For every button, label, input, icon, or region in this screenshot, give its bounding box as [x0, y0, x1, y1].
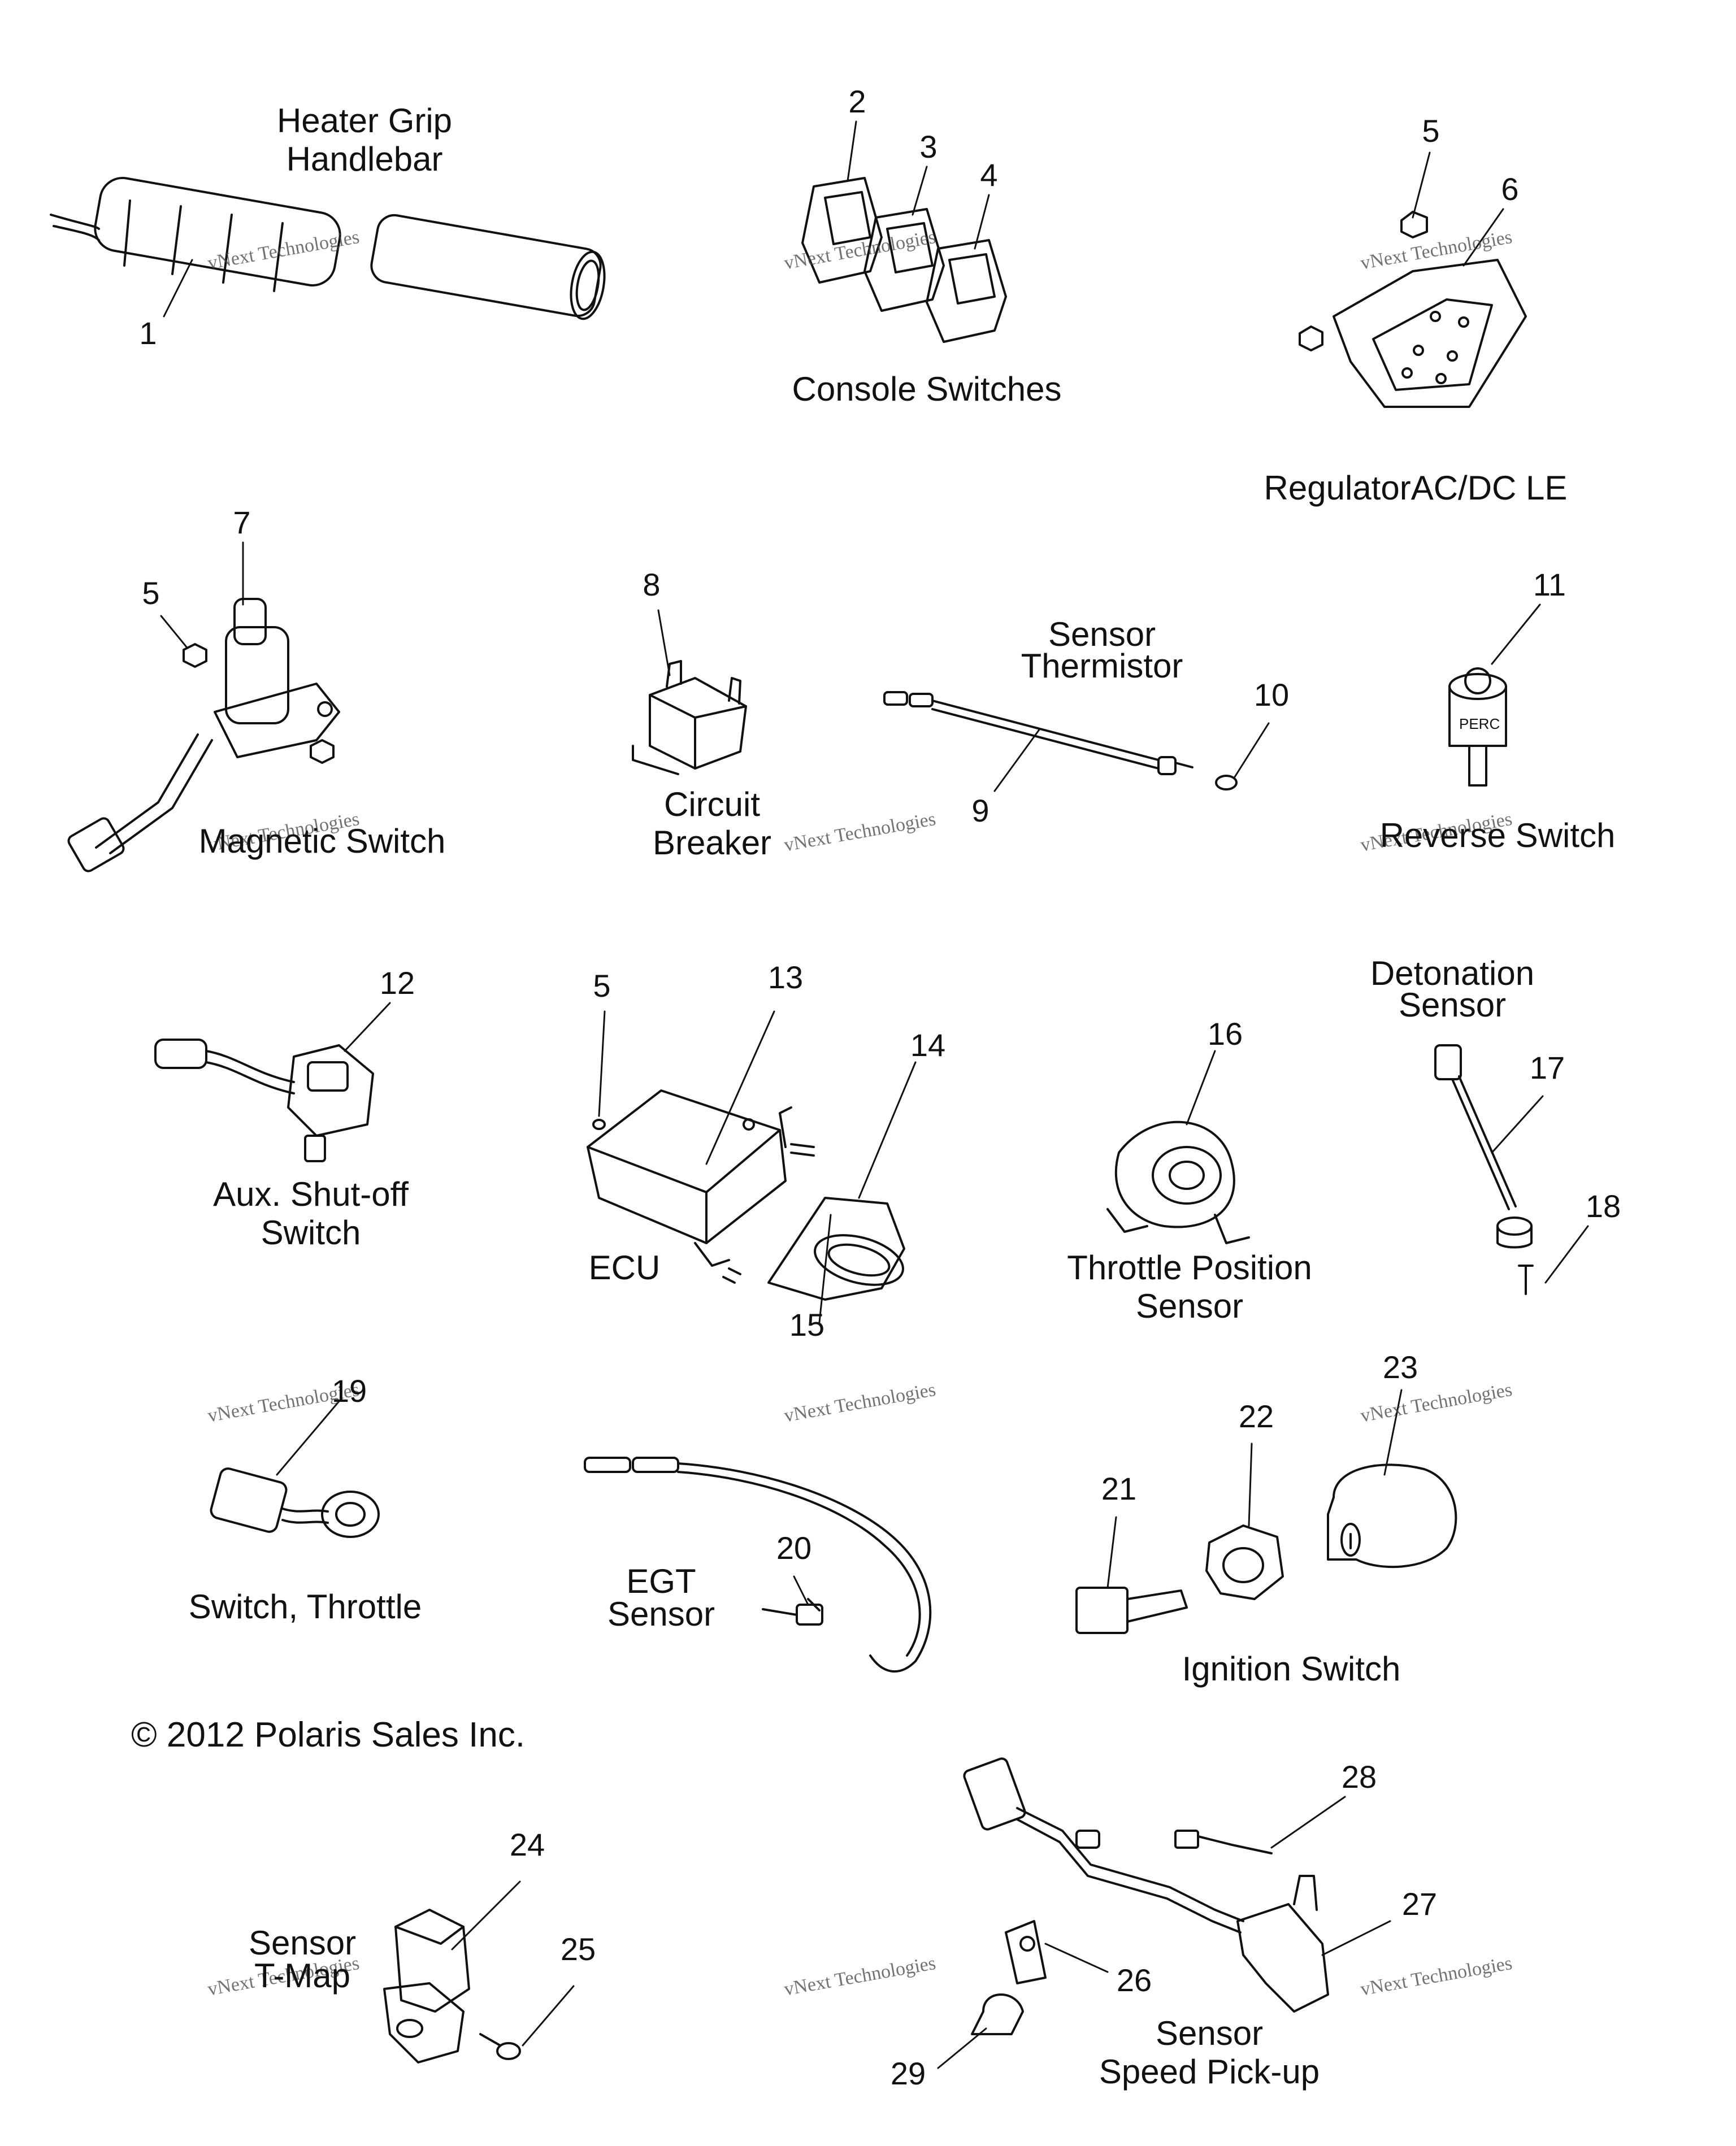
aux-shutoff-drawing [154, 1039, 374, 1162]
thermistor-drawing [883, 691, 1238, 790]
egt-sensor-drawing [584, 1457, 932, 1673]
ignition-switch-drawing [1075, 1463, 1457, 1634]
circuit-breaker-drawing [632, 660, 747, 775]
label-ignition-switch: Ignition Switch [1182, 1650, 1401, 1688]
magnetic-switch-drawing [67, 598, 340, 872]
callout-number: 24 [509, 1827, 545, 1862]
regulator-drawing [1299, 211, 1527, 408]
callout-number: 3 [919, 129, 938, 164]
callout-number: 20 [776, 1530, 812, 1566]
reverse-switch-drawing: PERC [1448, 667, 1507, 787]
callout-number: 27 [1401, 1886, 1438, 1922]
callout-number: 12 [379, 965, 415, 1001]
callout-number: 1 [139, 315, 157, 351]
callout-number: 8 [643, 567, 661, 602]
perc-label: PERC [1459, 715, 1500, 732]
callout-number: 23 [1382, 1349, 1418, 1385]
callout-number: 6 [1501, 171, 1519, 207]
leader-lines [160, 120, 1589, 2069]
label-magnetic-switch: Magnetic Switch [198, 822, 446, 860]
callout-number: 28 [1341, 1759, 1377, 1795]
callout-number: 21 [1101, 1471, 1137, 1506]
callout-number: 18 [1585, 1188, 1621, 1224]
callout-number: 15 [789, 1307, 825, 1343]
tmap-drawing [383, 1909, 521, 2064]
label-switch-throttle: Switch, Throttle [188, 1588, 422, 1626]
callout-number: 22 [1238, 1398, 1274, 1434]
callout-number: 14 [910, 1027, 946, 1063]
label-console-switches: Console Switches [792, 370, 1062, 408]
callout-number: 25 [560, 1931, 596, 1967]
callout-number: 5 [142, 575, 160, 611]
label-regulator: RegulatorAC/DC LE [1264, 469, 1568, 507]
callout-number: 5 [1422, 113, 1440, 149]
heater-grip-drawing [50, 176, 606, 320]
callout-number: 17 [1529, 1050, 1565, 1085]
callout-number: 7 [233, 505, 251, 540]
callout-number: 2 [848, 84, 866, 119]
callout-number: 26 [1116, 1962, 1152, 1998]
label-ecu: ECU [588, 1249, 661, 1287]
label-reverse-switch: Reverse Switch [1379, 816, 1616, 854]
detonation-drawing [1434, 1044, 1534, 1295]
ecu-drawing [587, 1089, 905, 1301]
callout-number: 4 [980, 157, 998, 193]
throttle-position-drawing [1106, 1120, 1250, 1244]
callout-number: 11 [1533, 567, 1566, 602]
callout-number: 16 [1207, 1016, 1243, 1052]
callout-number: 9 [971, 793, 989, 828]
console-switches-drawing [801, 177, 1007, 343]
callout-number: 13 [767, 959, 804, 995]
callout-number: 5 [593, 968, 611, 1004]
callout-number: 19 [331, 1373, 367, 1409]
copyright-notice: © 2012 Polaris Sales Inc. [131, 1715, 526, 1754]
callout-number: 29 [890, 2056, 926, 2091]
speed-pickup-drawing [963, 1757, 1329, 2035]
switch-throttle-drawing [210, 1467, 380, 1538]
callout-number: 10 [1253, 677, 1290, 713]
